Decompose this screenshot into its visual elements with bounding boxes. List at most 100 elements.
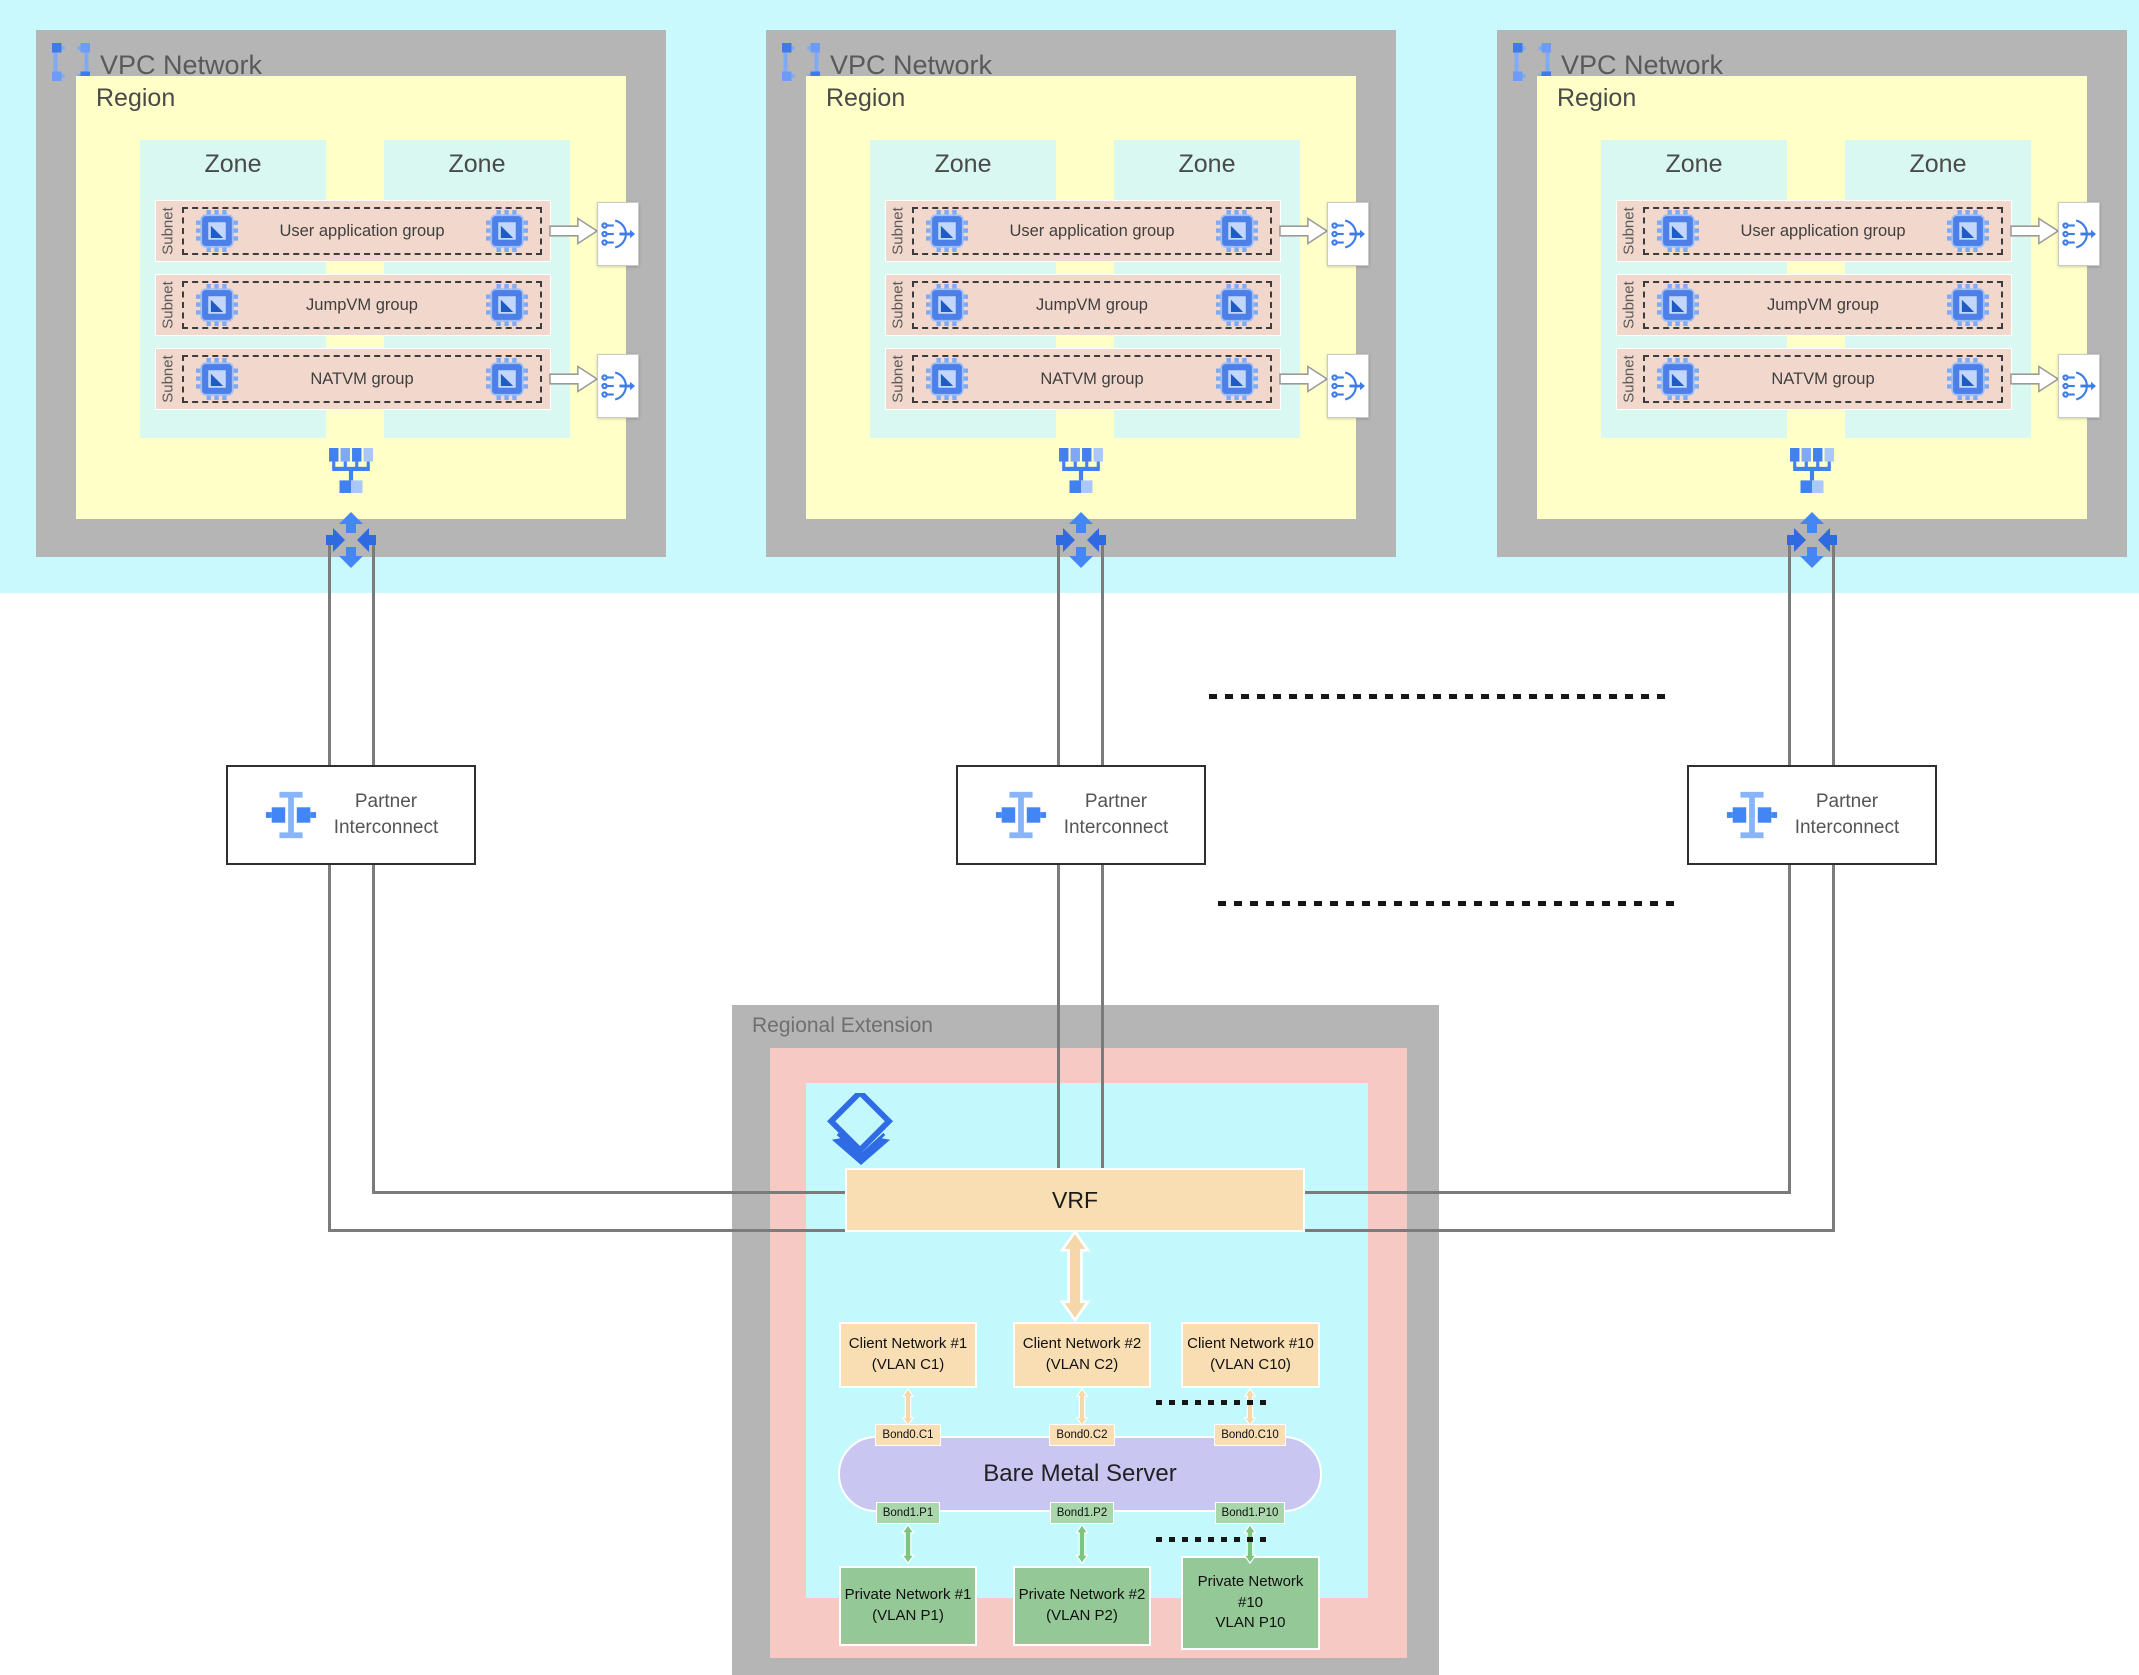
zone-label: Zone: [1909, 150, 1967, 178]
partner-interconnect-label: Partner Interconnect: [333, 791, 439, 838]
client-network-2: Client Network #2 (VLAN C2): [1013, 1322, 1151, 1388]
client-network-label: Client Network #10 (VLAN C10): [1187, 1335, 1314, 1373]
bond1-p2-label: Bond1.P2: [1050, 1502, 1114, 1524]
load-balancer-box: [2058, 202, 2100, 266]
subnet-row-natvm: Subnet NATVM group: [155, 348, 551, 410]
subnet-row-jumpvm: Subnet JumpVM group: [885, 274, 1281, 336]
vm-instance-icon: [1657, 284, 1699, 326]
load-balancer-box: [2058, 354, 2100, 418]
vpc-network-block-3: VPC Network Region Zone Zone Subnet User…: [1497, 30, 2127, 557]
partner-interconnect-label: Partner Interconnect: [1063, 791, 1169, 838]
ellipsis-dots-row-1: [1209, 694, 1671, 699]
cloud-router-icon: [323, 512, 379, 568]
vpc-network-title: VPC Network: [830, 50, 993, 80]
vm-instance-icon: [926, 210, 968, 252]
subnet-row-natvm: Subnet NATVM group: [1616, 348, 2012, 410]
connector-left-upper-horizontal: [372, 1191, 848, 1194]
cloud-router-icon: [1784, 512, 1840, 568]
vm-instance-icon: [196, 210, 238, 252]
vm-instance-icon: [1947, 358, 1989, 400]
private-network-2: Private Network #2 (VLAN P2): [1013, 1566, 1151, 1646]
vrf-bidirectional-arrow: [1043, 1230, 1107, 1322]
vpc-network-title: VPC Network: [100, 50, 263, 80]
vm-instance-icon: [1947, 284, 1989, 326]
egress-arrow: [2010, 216, 2060, 246]
load-balancer-icon: [601, 217, 635, 251]
ellipsis-dots-client-bonds: [1156, 1400, 1266, 1405]
private-bond-arrow: [1235, 1524, 1265, 1564]
egress-arrow: [1279, 364, 1329, 394]
zone-label: Zone: [1665, 150, 1723, 178]
instance-group-box: User application group: [1643, 207, 2003, 255]
region-label: Region: [1557, 84, 1637, 112]
bond1-p1-label: Bond1.P1: [876, 1502, 940, 1524]
load-balancer-box: [597, 354, 639, 418]
instance-group-label: JumpVM group: [1036, 295, 1148, 314]
load-balancer-box: [1327, 354, 1369, 418]
partner-interconnect-box-2: Partner Interconnect: [956, 765, 1206, 865]
vm-instance-icon: [486, 284, 528, 326]
vm-instance-icon: [1216, 210, 1258, 252]
load-balancer-icon: [1331, 369, 1365, 403]
egress-arrow: [2010, 364, 2060, 394]
instance-group-label: User application group: [1740, 221, 1906, 240]
bare-metal-server-label: Bare Metal Server: [983, 1460, 1177, 1487]
bond0-c2-label: Bond0.C2: [1049, 1424, 1115, 1446]
private-bond-arrow: [893, 1524, 923, 1564]
client-network-label: Client Network #2 (VLAN C2): [1022, 1335, 1142, 1373]
internal-load-balancing-icon: [1789, 448, 1835, 494]
connector-left-lower-horizontal: [328, 1229, 848, 1232]
cloud-router-icon: [1053, 512, 1109, 568]
vrf-box: VRF: [845, 1168, 1305, 1232]
instance-group-box: JumpVM group: [912, 281, 1272, 329]
subnet-label: Subnet: [159, 355, 177, 403]
private-bond-arrow: [1067, 1524, 1097, 1564]
load-balancer-icon: [601, 369, 635, 403]
subnet-row-user-app: Subnet User application group: [885, 200, 1281, 262]
vm-instance-icon: [1947, 210, 1989, 252]
egress-arrow: [549, 216, 599, 246]
private-network-label: Private Network #2 (VLAN P2): [1018, 1586, 1146, 1624]
vm-instance-icon: [926, 358, 968, 400]
egress-arrow: [1279, 216, 1329, 246]
instance-group-label: NATVM group: [1771, 369, 1875, 388]
private-network-label: Private Network #10 VLAN P10: [1197, 1572, 1304, 1632]
instance-group-label: User application group: [1009, 221, 1175, 240]
subnet-label: Subnet: [159, 207, 177, 255]
region-label: Region: [96, 84, 176, 112]
instance-group-label: JumpVM group: [306, 295, 418, 314]
instance-group-box: JumpVM group: [1643, 281, 2003, 329]
partner-interconnect-icon: [1725, 788, 1779, 842]
load-balancer-icon: [1331, 217, 1365, 251]
vrf-label: VRF: [1052, 1186, 1098, 1213]
vpc-network-block-1: VPC Network Region Zone Zone Subnet User…: [36, 30, 666, 557]
private-network-1: Private Network #1 (VLAN P1): [839, 1566, 977, 1646]
egress-arrow: [549, 364, 599, 394]
client-network-label: Client Network #1 (VLAN C1): [848, 1335, 968, 1373]
instance-group-label: NATVM group: [1040, 369, 1144, 388]
instance-group-label: JumpVM group: [1767, 295, 1879, 314]
partner-interconnect-label: Partner Interconnect: [1794, 791, 1900, 838]
subnet-label: Subnet: [889, 281, 907, 329]
bare-metal-server: Bare Metal Server: [838, 1436, 1322, 1512]
partner-interconnect-icon: [994, 788, 1048, 842]
connector-right-inner-vertical: [1788, 540, 1791, 1194]
internal-load-balancing-icon: [1058, 448, 1104, 494]
instance-group-box: User application group: [182, 207, 542, 255]
partner-interconnect-box-3: Partner Interconnect: [1687, 765, 1937, 865]
vm-instance-icon: [1216, 358, 1258, 400]
vm-instance-icon: [926, 284, 968, 326]
client-bond-arrow: [1235, 1388, 1265, 1426]
bond-label: Bond1.P2: [1056, 1507, 1108, 1519]
instance-group-box: NATVM group: [912, 355, 1272, 403]
bond-label: Bond0.C10: [1221, 1429, 1279, 1441]
partner-interconnect-box-1: Partner Interconnect: [226, 765, 476, 865]
private-network-label: Private Network #1 (VLAN P1): [844, 1586, 972, 1624]
bond1-p10-label: Bond1.P10: [1215, 1502, 1285, 1524]
subnet-row-user-app: Subnet User application group: [155, 200, 551, 262]
instance-group-label: User application group: [279, 221, 445, 240]
vm-instance-icon: [196, 358, 238, 400]
load-balancer-box: [597, 202, 639, 266]
load-balancer-icon: [2062, 369, 2096, 403]
